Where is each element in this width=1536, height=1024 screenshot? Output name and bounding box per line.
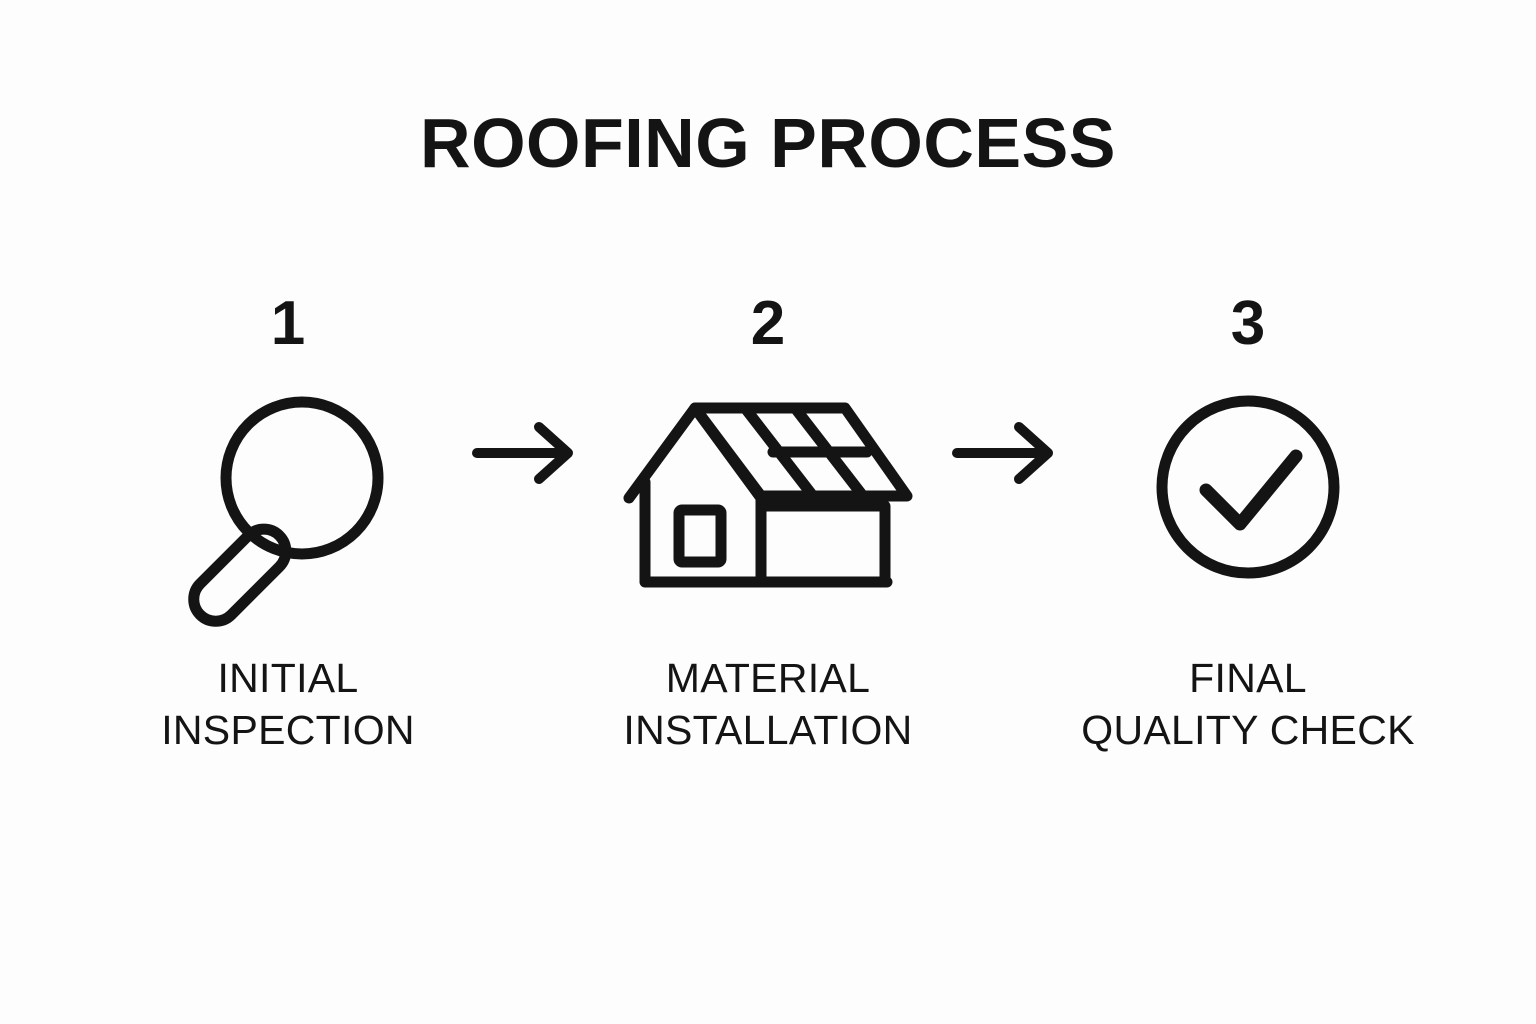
check-circle-icon [1156,395,1340,579]
step-icon-2 [623,386,913,616]
step-label-2-line1: MATERIAL [665,655,871,701]
step-icon-3 [1148,386,1348,616]
step-label-3-line2: QUALITY CHECK [1081,707,1415,754]
process-step-3: 3 FINAL QUALITY CHECK [1081,289,1415,756]
arrow-right-icon [952,422,1053,484]
step-label-1-line1: INITIAL [217,655,359,701]
step-label-2-line2: INSTALLATION [623,707,913,754]
connector-2 [933,290,1083,616]
step-label-3: FINAL QUALITY CHECK [1081,652,1415,756]
magnifying-glass-icon [188,396,384,627]
process-steps-row: 1 INITIAL INSPECTION [100,290,1436,790]
step-number-2: 2 [750,289,786,358]
step-number-1: 1 [270,289,306,358]
house-with-shingled-roof-icon [623,402,913,588]
step-number-3: 3 [1230,289,1266,358]
page-title: ROOFING PROCESS [420,104,1116,182]
step-label-1: INITIAL INSPECTION [161,652,415,756]
connector-1 [453,290,603,616]
process-step-1: 1 INITIAL INSPECTION [123,290,453,756]
arrow-right-icon [472,422,573,484]
process-step-2: 2 [603,290,933,756]
step-icon-1 [183,386,393,627]
step-label-1-line2: INSPECTION [161,707,415,754]
step-label-2: MATERIAL INSTALLATION [623,652,912,756]
step-label-3-line1: FINAL [1189,655,1307,701]
